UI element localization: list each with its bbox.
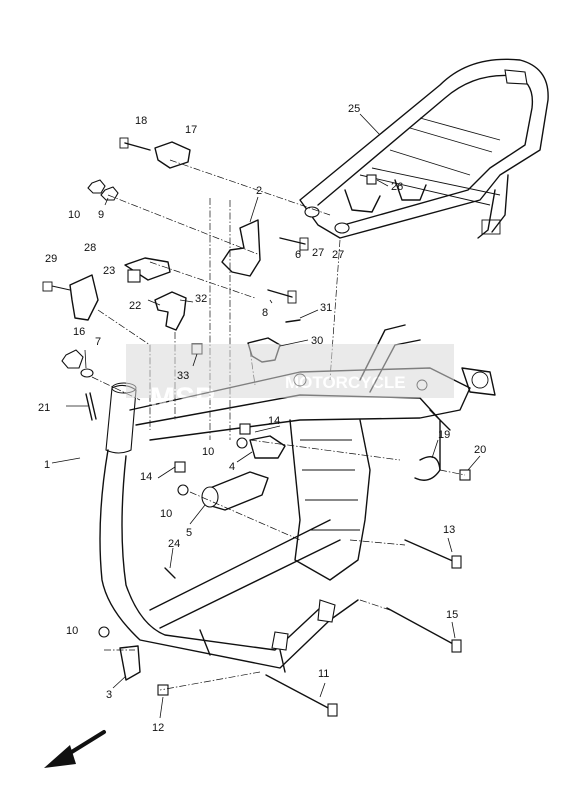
callout-19: 19 [438,429,450,441]
callout-1: 1 [44,459,50,471]
callout-28: 28 [84,242,96,254]
callout-29: 29 [45,253,57,265]
callout-31: 31 [320,302,332,314]
callout-10-mid: 10 [202,446,214,458]
callout-20: 20 [474,444,486,456]
callout-26: 26 [391,181,403,193]
callout-3: 3 [106,689,112,701]
callout-17: 17 [185,124,197,136]
callout-13: 13 [443,524,455,536]
callout-15: 15 [446,609,458,621]
callout-2: 2 [256,185,262,197]
callout-4: 4 [229,461,235,473]
callout-14-right: 14 [268,415,280,427]
callout-14-left: 14 [140,471,152,483]
callout-27-left: 27 [312,247,324,259]
callout-labels: 1 2 3 4 5 6 7 8 9 10 10 10 10 11 12 13 1… [38,103,486,734]
callout-11: 11 [318,668,329,680]
callout-33: 33 [177,370,189,382]
callout-5: 5 [186,527,192,539]
callout-8: 8 [262,307,268,319]
rear-frame-part [299,58,549,239]
callout-9: 9 [98,209,104,221]
callout-23: 23 [103,265,115,277]
watermark-line1: MOTORCYCLE [285,373,406,392]
callout-7: 7 [95,336,101,348]
callout-25: 25 [348,103,360,115]
small-parts [42,137,471,717]
callout-27-right: 27 [332,249,344,261]
callout-24: 24 [168,538,180,550]
callout-10-left: 10 [160,508,172,520]
watermark-logo: MSP [150,382,215,415]
callout-12: 12 [152,722,164,734]
front-direction-arrow-icon [44,730,106,768]
callout-21: 21 [38,402,50,414]
callout-22: 22 [129,300,141,312]
leader-lines [51,113,481,719]
callout-16: 16 [73,326,85,338]
callout-10-bottom: 10 [66,625,78,637]
callout-10-top: 10 [68,209,80,221]
callout-6: 6 [295,249,301,261]
callout-18: 18 [135,115,147,127]
callout-32: 32 [195,293,207,305]
callout-30: 30 [311,335,323,347]
watermark: MSP MOTORCYCLE SPAREPAR [126,344,454,415]
watermark-line2: SPAREPAR [285,397,361,413]
